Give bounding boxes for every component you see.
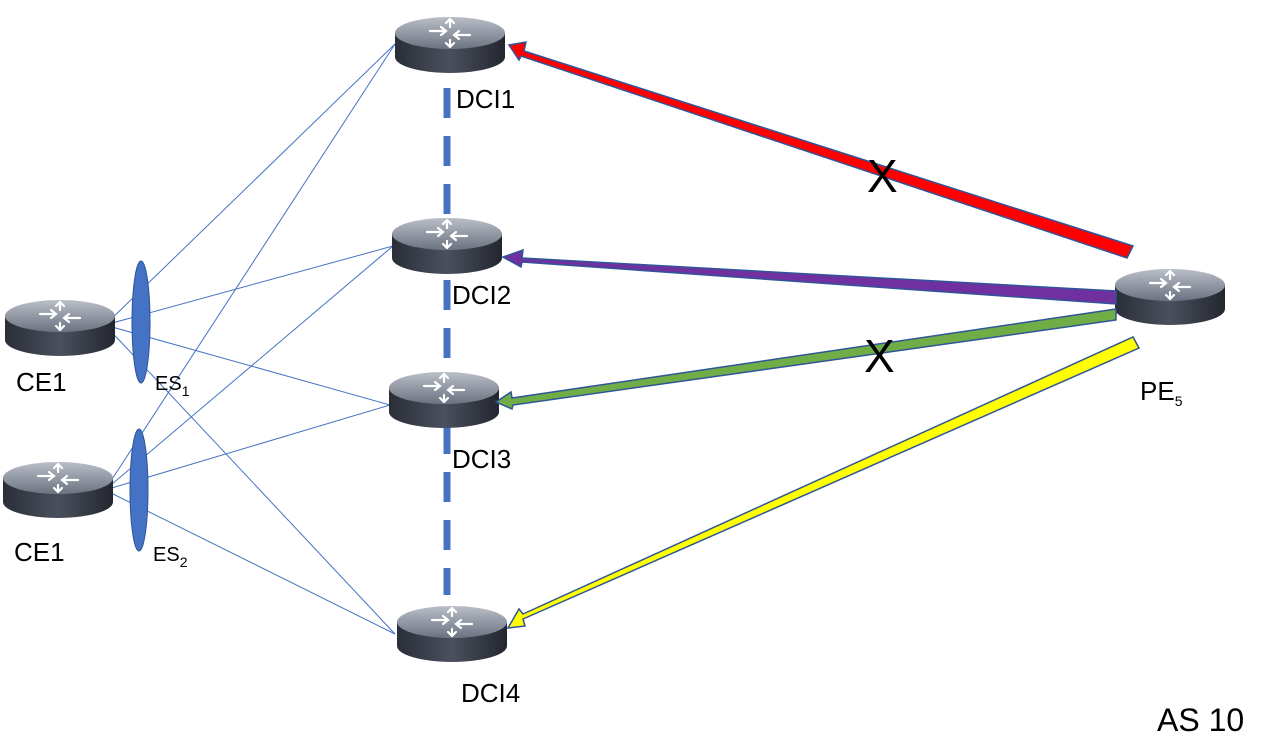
dci2-label: DCI2 bbox=[452, 280, 512, 310]
failure-mark-dci3: X bbox=[864, 330, 895, 382]
access-links bbox=[104, 43, 396, 635]
path-arrow-dci4 bbox=[506, 336, 1141, 629]
link-ce1b-dci1 bbox=[104, 43, 396, 491]
es1-label: ES1 bbox=[155, 373, 190, 399]
path-arrow-dci1 bbox=[507, 41, 1135, 259]
dci1-router-icon[interactable] bbox=[393, 15, 507, 75]
link-ce1b-dci3 bbox=[104, 404, 391, 491]
pe5-label: PE5 bbox=[1140, 376, 1183, 409]
es2-label: ES2 bbox=[153, 544, 188, 570]
ce1-bottom-label: CE1 bbox=[14, 537, 65, 567]
path-arrow-dci3 bbox=[494, 308, 1117, 411]
dci4-router-icon[interactable] bbox=[395, 604, 509, 664]
link-ce1b-dci4 bbox=[104, 489, 396, 635]
dci4-label: DCI4 bbox=[461, 678, 521, 708]
link-ce1a-dci2 bbox=[104, 245, 394, 326]
dci3-label: DCI3 bbox=[452, 444, 512, 474]
es1-ellipse bbox=[131, 260, 151, 384]
ce1-bottom-router-icon[interactable] bbox=[1, 460, 115, 520]
link-ce1a-dci4 bbox=[104, 324, 396, 635]
link-ce1a-dci1 bbox=[104, 43, 396, 326]
es2-ellipse bbox=[129, 428, 149, 552]
link-ce1a-dci3 bbox=[104, 324, 391, 406]
dci2-router-icon[interactable] bbox=[390, 216, 504, 276]
failure-mark-dci1: X bbox=[867, 150, 898, 202]
dci3-router-icon[interactable] bbox=[387, 370, 501, 430]
ce1-top-router-icon[interactable] bbox=[3, 298, 117, 358]
ce1-top-label: CE1 bbox=[16, 367, 67, 397]
path-arrow-dci2 bbox=[501, 248, 1117, 305]
as-label: AS 10 bbox=[1157, 702, 1245, 738]
dci1-label: DCI1 bbox=[456, 84, 516, 114]
pe5-router-icon[interactable] bbox=[1113, 267, 1227, 327]
link-ce1b-dci2 bbox=[104, 245, 394, 491]
